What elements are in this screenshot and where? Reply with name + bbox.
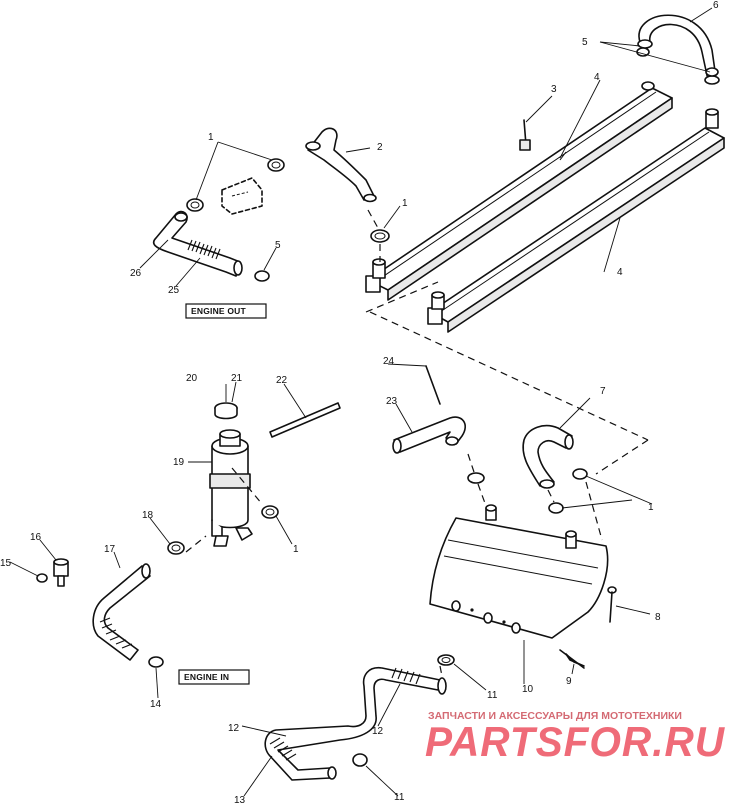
clamp-11b [352,753,368,767]
callout-1b: 1 [402,198,408,209]
clamp-engine-out [254,270,270,282]
clamp-18 [167,541,185,555]
clamp-hx-inlet [370,229,390,243]
tunnel-cooler [429,504,609,639]
callout-11a: 11 [487,690,498,701]
hose-23 [392,416,466,454]
washer-15 [36,573,48,583]
hose-engine-in [92,563,151,661]
callout-9: 9 [566,676,572,687]
hose-bottom [264,666,447,781]
engine-out-label: ENGINE OUT [191,306,247,316]
callout-26: 26 [130,268,142,279]
callout-15: 15 [0,558,12,569]
clamp-23 [467,472,485,484]
rod-24 [425,365,441,405]
callout-21: 21 [231,373,243,384]
clamp-7a [572,468,588,480]
engine-in-label: ENGINE IN [184,672,229,682]
heat-exchanger-fitting-right [431,291,445,310]
callout-8: 8 [655,612,661,623]
callout-6: 6 [713,0,719,11]
callout-1a: 1 [208,132,214,143]
screw [559,649,585,669]
reservoir-cap [214,402,238,420]
callout-12a: 12 [228,723,240,734]
clamp-reservoir [261,505,279,519]
assembly-lines [185,209,649,677]
callout-25: 25 [168,285,180,296]
fitting-16 [53,558,69,587]
callout-19: 19 [173,457,185,468]
callout-22: 22 [276,375,288,386]
callout-14: 14 [150,699,162,710]
clamp-upper-1 [267,158,285,172]
callout-23: 23 [386,396,398,407]
watermark-logo: PARTSFOR.RU [425,718,726,765]
hose-7 [522,424,574,489]
clamp-7b [548,502,564,514]
callout-5a: 5 [582,37,588,48]
callout-10: 10 [522,684,534,695]
callout-3: 3 [551,84,557,95]
callout-4b: 4 [617,267,623,278]
clamp-upper-2 [186,198,204,212]
callout-5b: 5 [275,240,281,251]
engine-out-tag: ENGINE OUT [185,303,267,319]
rivet [607,586,617,623]
leader-lines [9,7,713,797]
callout-18: 18 [142,510,154,521]
heat-exchanger-upper [365,81,673,301]
callout-2: 2 [377,142,383,153]
clamp-11a [437,654,455,666]
hose-engine-out [152,210,243,277]
callout-11b: 11 [394,792,405,803]
engine-in-tag: ENGINE IN [178,669,250,685]
hose-upper-s [305,127,377,203]
clamp-crossover [636,47,719,77]
callout-12b: 12 [372,726,384,737]
watermark: ЗАПЧАСТИ И АКСЕССУАРЫ ДЛЯ МОТОТЕХНИКИ PA… [425,710,726,765]
heat-exchanger-lower [427,108,725,333]
callout-13: 13 [234,795,246,803]
callout-7: 7 [600,386,606,397]
callout-20: 20 [186,373,198,384]
breather-tube [269,402,341,438]
watermark-caption: ЗАПЧАСТИ И АКСЕССУАРЫ ДЛЯ МОТОТЕХНИКИ [428,710,682,722]
heat-exchanger-fitting-left [372,258,386,279]
callout-labels: 1 2 3 4 4 5 5 6 1 26 25 20 21 22 24 23 7… [0,0,719,803]
callout-1c: 1 [293,544,299,555]
callout-24: 24 [383,356,395,367]
callout-1d: 1 [648,502,654,513]
callout-4a: 4 [594,72,600,83]
clamp-14 [148,656,164,668]
coolant-reservoir [209,429,253,547]
pipe-fitting [221,177,263,215]
callout-16: 16 [30,532,42,543]
callout-17: 17 [104,544,116,555]
bolt [519,119,531,151]
